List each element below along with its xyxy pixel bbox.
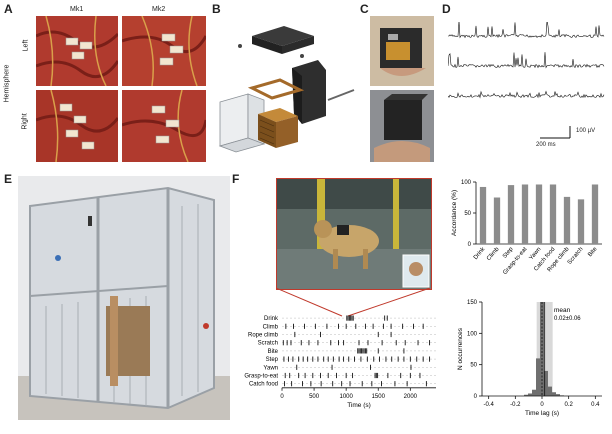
monkey-video-frame [276, 178, 432, 290]
bar-category-label: Step [502, 246, 515, 260]
neural-traces [448, 22, 605, 139]
raster-x-tick-label: 2000 [404, 394, 418, 400]
bar-bite [591, 184, 599, 244]
raster-row-label: Yawn [263, 365, 278, 371]
col-label-mk1: Mk1 [70, 6, 84, 13]
hist-y-tick-label: 50 [470, 363, 477, 369]
raster-row-label: Drink [264, 316, 279, 322]
headstage-exploded-diagram [218, 26, 355, 153]
hist-y-tick-label: 150 [467, 300, 478, 306]
recording-cage-photo [18, 176, 230, 420]
bar-drink [479, 186, 487, 244]
raster-x-axis-label: Time (s) [347, 402, 371, 409]
raster-row-label: Climb [263, 324, 279, 330]
neural-trace-3 [448, 90, 605, 99]
hist-x-tick-label: 0 [540, 402, 544, 408]
neural-trace-2 [448, 52, 605, 69]
hist-bar [524, 394, 528, 396]
hist-x-tick-label: 0.4 [591, 402, 600, 408]
row-label-right: Right [21, 113, 29, 130]
bar-category-label: Scratch [567, 246, 585, 265]
hist-bar [544, 370, 548, 396]
hist-bar [536, 358, 540, 396]
bar-y-tick-label: 50 [464, 211, 471, 217]
bar-climb [493, 197, 501, 244]
hist-y-axis-label: N occurrences [457, 327, 464, 370]
row-group-label: Hemisphere [3, 64, 11, 103]
hist-y-tick-label: 100 [467, 331, 478, 337]
bar-grasp-to-eat [521, 184, 529, 244]
implant-photo-open [370, 16, 434, 86]
bar-yawn [535, 184, 543, 244]
row-label-left: Left [22, 39, 30, 52]
bar-category-label: Climb [486, 246, 501, 262]
hist-x-tick-label: -0.4 [483, 402, 494, 408]
bar-y-tick-label: 0 [468, 242, 472, 248]
hist-bar [556, 394, 560, 396]
zoom-connector-lines [276, 288, 431, 317]
brain-photo-mk1-left [36, 16, 118, 86]
raster-x-tick-label: 1500 [372, 394, 386, 400]
raster-x-tick-label: 1000 [339, 394, 353, 400]
panel-label-b: B [212, 2, 221, 16]
implant-photo-closed [370, 90, 434, 162]
raster-row-label: Grasp-to-eat [244, 374, 278, 380]
raster-row-label: Bite [268, 349, 279, 355]
panel-label-a: A [4, 2, 13, 16]
raster-row-label: Catch food [249, 382, 278, 388]
hist-x-axis-label: Time lag (s) [525, 410, 559, 417]
panel-label-d: D [442, 2, 451, 16]
hist-bar [552, 392, 556, 396]
bar-category-label: Bite [587, 246, 599, 258]
scale-bar-time: 200 ms [536, 142, 556, 148]
bar-category-label: Drink [473, 246, 487, 261]
panel-label-e: E [4, 172, 13, 186]
col-label-mk2: Mk2 [152, 6, 166, 13]
hist-x-tick-label: -0.2 [510, 402, 521, 408]
raster-row-label: Rope climb [248, 333, 279, 339]
bar-scratch [577, 199, 585, 244]
panel-label-f: F [232, 172, 240, 186]
raster-row-label: Scratch [258, 341, 278, 347]
brain-photo-mk2-right [122, 90, 206, 162]
bar-y-tick-label: 100 [461, 180, 472, 186]
brain-photo-mk1-right [36, 90, 118, 162]
raster-x-tick-label: 0 [280, 394, 284, 400]
hist-x-tick-label: 0.2 [564, 402, 573, 408]
bar-rope-climb [563, 196, 571, 244]
neural-trace-1 [448, 22, 605, 39]
raster-x-tick-label: 500 [309, 394, 320, 400]
hist-y-tick-label: 0 [474, 394, 478, 400]
hist-mean-value: 0.02±0.06 [554, 316, 581, 322]
hist-bar [528, 393, 532, 396]
bar-catch-food [549, 184, 557, 244]
hist-bar [532, 389, 536, 396]
hist-mean-label: mean [554, 307, 571, 314]
raster-row-label: Step [266, 357, 279, 363]
hist-bar [548, 386, 552, 396]
scale-bar-voltage: 100 µV [576, 128, 596, 134]
brain-photo-mk2-left [122, 16, 206, 86]
panel-label-c: C [360, 2, 369, 16]
bar-step [507, 185, 515, 244]
bar-y-axis-label: Accordance (%) [451, 190, 458, 236]
